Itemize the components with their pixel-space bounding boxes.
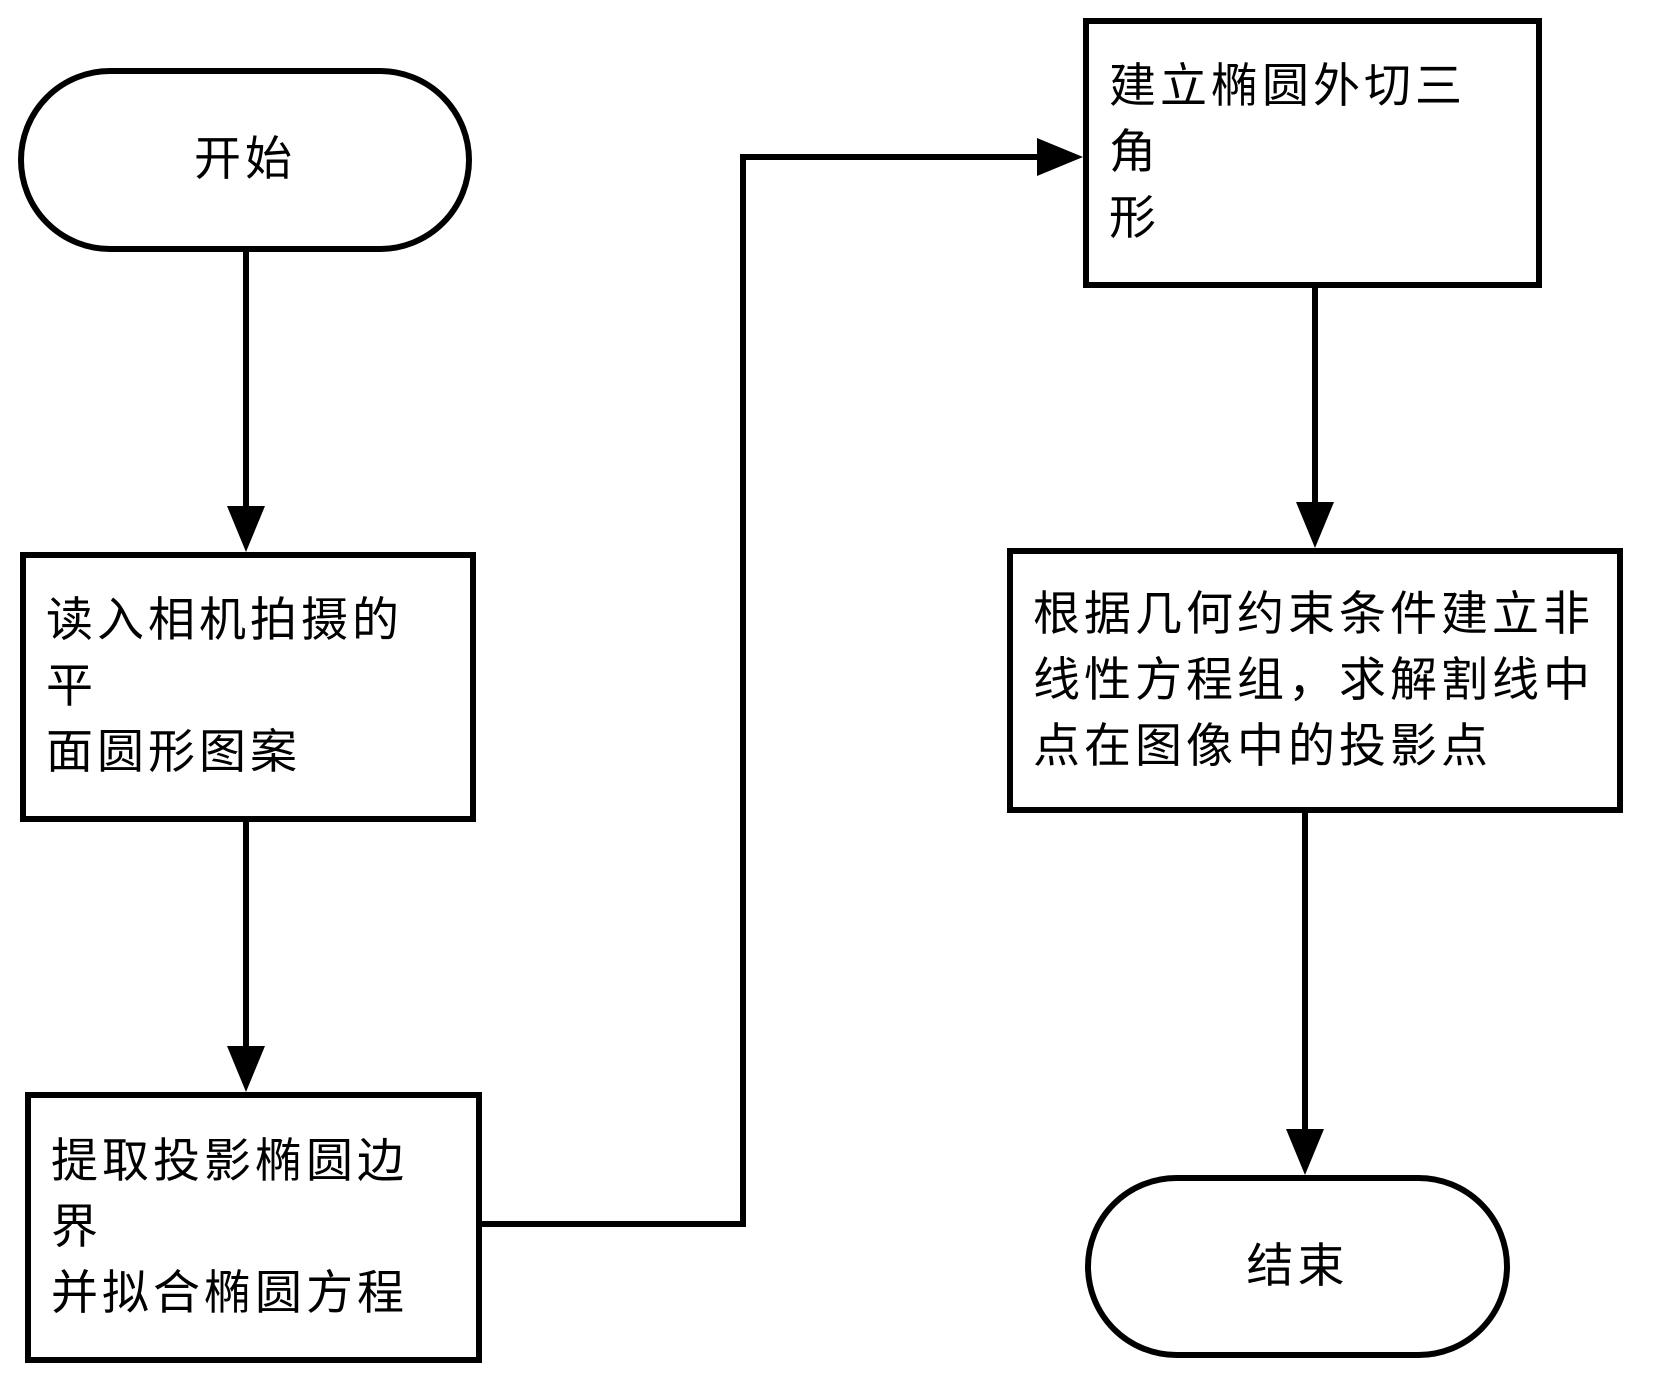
flowchart-node-solve-projection: 根据几何约束条件建立非 线性方程组，求解割线中 点在图像中的投影点 [1007, 548, 1623, 813]
edge-solve-to-end-line [1302, 813, 1308, 1133]
flowchart-node-end-label: 结束 [1246, 1238, 1349, 1294]
edge-read-to-fit-arrowhead-icon [227, 1046, 265, 1092]
flowchart-node-solve-projection-label: 根据几何约束条件建立非 线性方程组，求解割线中 点在图像中的投影点 [1033, 586, 1594, 774]
edge-triangle-to-solve-line [1312, 288, 1318, 506]
edge-fit-to-triangle-horizontal-segment-top [740, 154, 1040, 160]
flowchart-node-end: 结束 [1085, 1175, 1510, 1358]
flowchart-node-fit-ellipse: 提取投影椭圆边界 并拟合椭圆方程 [25, 1092, 482, 1363]
flowchart-node-read-image: 读入相机拍摄的平 面圆形图案 [20, 552, 476, 822]
flowchart-node-fit-ellipse-label: 提取投影椭圆边界 并拟合椭圆方程 [51, 1133, 408, 1321]
edge-solve-to-end-arrowhead-icon [1286, 1129, 1324, 1175]
edge-read-to-fit-line [243, 822, 249, 1050]
flowchart-node-start: 开始 [18, 68, 472, 252]
flowchart-node-start-label: 开始 [194, 132, 296, 187]
edge-triangle-to-solve-arrowhead-icon [1296, 502, 1334, 548]
edge-fit-to-triangle-arrowhead-icon [1037, 138, 1083, 176]
flowchart-node-read-image-label: 读入相机拍摄的平 面圆形图案 [46, 593, 403, 780]
edge-fit-to-triangle-vertical-segment [740, 154, 746, 1227]
edge-fit-to-triangle-horizontal-segment-bottom [480, 1221, 746, 1227]
flowchart-node-circumscribed-triangle: 建立椭圆外切三角 形 [1083, 18, 1542, 288]
edge-start-to-read-line [243, 252, 249, 510]
edge-start-to-read-arrowhead-icon [227, 506, 265, 552]
flowchart-node-circumscribed-triangle-label: 建立椭圆外切三角 形 [1109, 59, 1466, 246]
